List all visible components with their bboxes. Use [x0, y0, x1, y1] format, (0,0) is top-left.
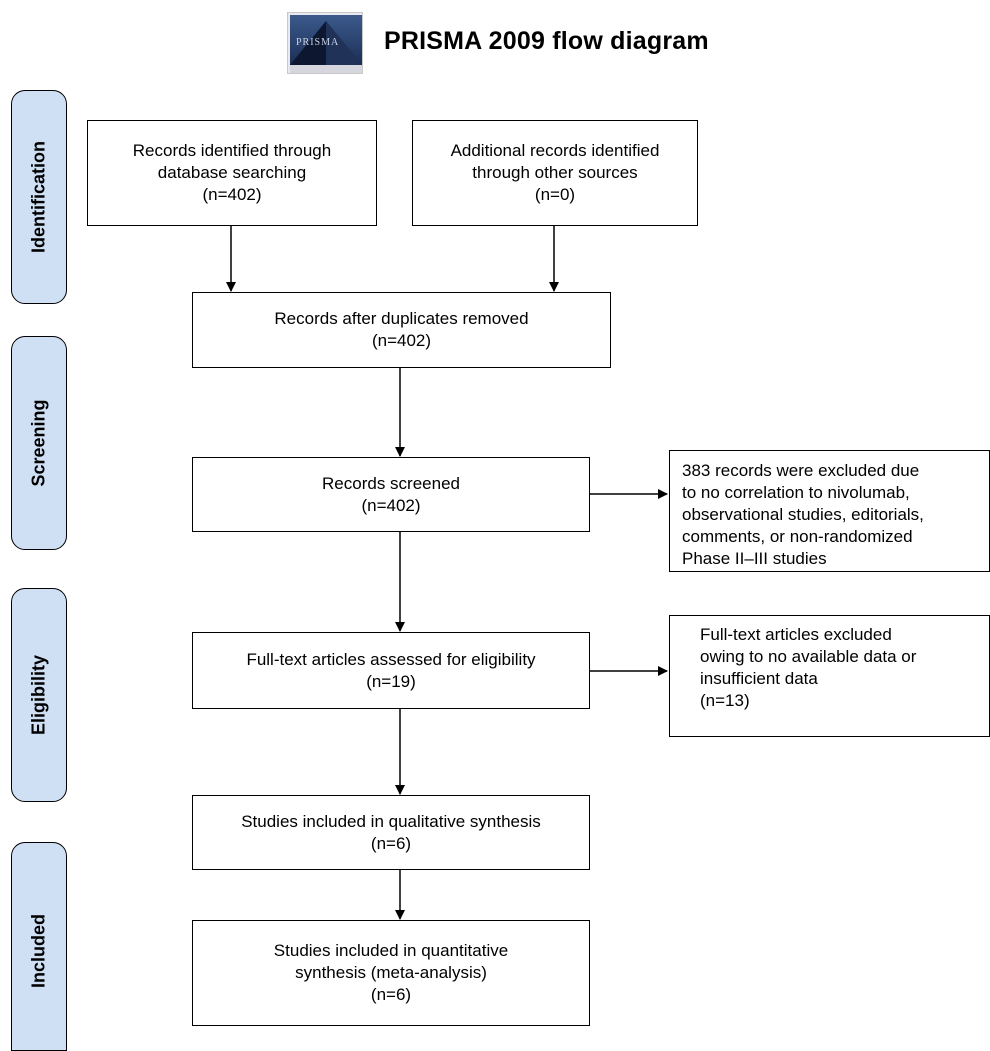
box-database-line-3: (n=402) [202, 185, 262, 204]
phase-eligibility: Eligibility [11, 588, 67, 802]
phase-included-label: Included [28, 913, 49, 988]
box-duplicates-removed: Records after duplicates removed (n=402) [192, 292, 611, 368]
box-records-screened: Records screened (n=402) [192, 457, 590, 532]
box-fulltext-excluded-line-3: insufficient data [700, 669, 818, 688]
box-other-line-3: (n=0) [534, 185, 576, 204]
box-records-excluded: 383 records were excluded due to no corr… [669, 450, 990, 572]
box-qualitative-line-1: Studies included in qualitative synthesi… [241, 811, 541, 831]
svg-text:PRISMA: PRISMA [296, 37, 339, 48]
box-other-sources: Additional records identified through ot… [412, 120, 698, 226]
phase-eligibility-label: Eligibility [28, 654, 49, 736]
box-fulltext-assessed: Full-text articles assessed for eligibil… [192, 632, 590, 709]
box-quantitative-synthesis: Studies included in quantitative synthes… [192, 920, 590, 1026]
box-excluded-line-5: Phase II–III studies [682, 549, 827, 568]
box-other-line-1: Additional records identified [450, 141, 660, 160]
box-qualitative-line-2: (n=6) [370, 833, 412, 853]
box-fulltext-excluded-line-1: Full-text articles excluded [700, 625, 892, 644]
box-excluded-line-4: comments, or non-randomized [682, 527, 913, 546]
phase-screening: Screening [11, 336, 67, 550]
page-title: PRISMA 2009 flow diagram [384, 27, 709, 55]
box-excluded-line-2: to no correlation to nivolumab, [682, 483, 910, 502]
box-quantitative-line-2: synthesis (meta-analysis) [295, 963, 487, 982]
box-duplicates-line-2: (n=402) [371, 331, 432, 350]
box-fulltext-line-2: (n=19) [366, 671, 416, 691]
diagram-header: PRISMA PRISMA 2009 flow diagram [0, 0, 990, 80]
box-database-line-2: database searching [157, 163, 307, 182]
phase-included: Included [11, 842, 67, 1051]
box-screened-line-1: Records screened [322, 473, 460, 493]
box-screened-line-2: (n=402) [361, 495, 421, 515]
box-quantitative-line-1: Studies included in quantitative [273, 941, 509, 960]
phase-identification-label: Identification [28, 141, 49, 253]
phase-screening-label: Screening [28, 399, 49, 487]
box-fulltext-excluded: Full-text articles excluded owing to no … [669, 615, 990, 737]
box-database-line-1: Records identified through [132, 141, 332, 160]
box-excluded-line-1: 383 records were excluded due [682, 461, 920, 480]
phase-identification: Identification [11, 90, 67, 304]
box-database-search: Records identified through database sear… [87, 120, 377, 226]
box-excluded-line-3: observational studies, editorials, [682, 505, 924, 524]
box-fulltext-line-1: Full-text articles assessed for eligibil… [246, 649, 536, 669]
box-fulltext-excluded-line-2: owing to no available data or [700, 647, 917, 666]
box-duplicates-line-1: Records after duplicates removed [274, 309, 529, 328]
box-qualitative-synthesis: Studies included in qualitative synthesi… [192, 795, 590, 870]
box-quantitative-line-3: (n=6) [370, 985, 412, 1004]
box-other-line-2: through other sources [472, 163, 638, 182]
prisma-logo: PRISMA [287, 12, 363, 74]
box-fulltext-excluded-line-4: (n=13) [700, 691, 750, 710]
